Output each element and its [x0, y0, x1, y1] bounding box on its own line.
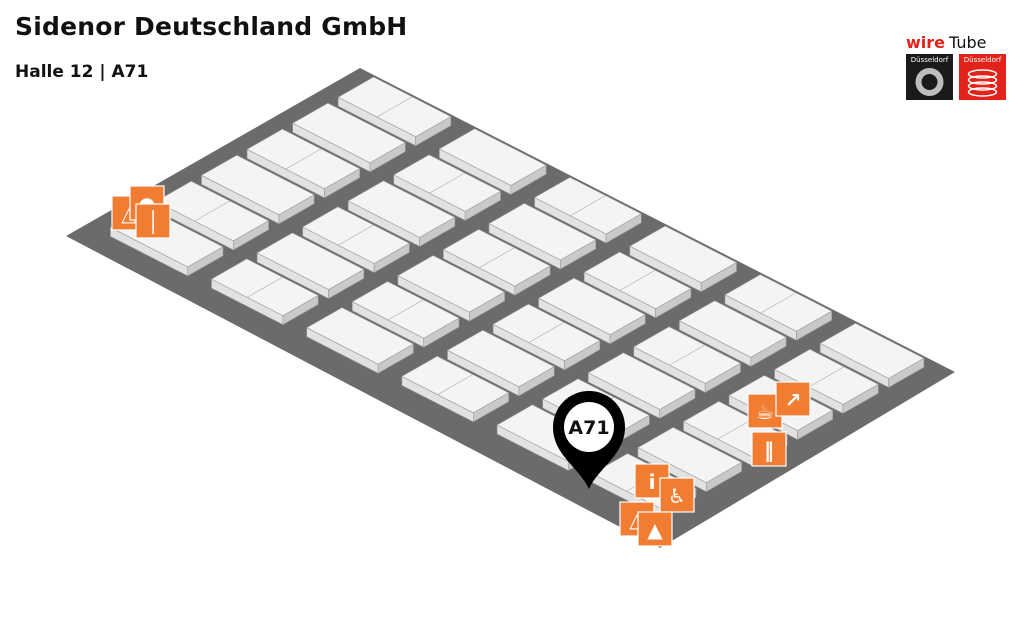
booth-top-face: [446, 329, 555, 388]
service-icon-glyph: ♿: [668, 484, 686, 508]
service-icon-tile: [751, 431, 787, 467]
booth[interactable]: [292, 102, 406, 173]
booth[interactable]: [537, 277, 646, 345]
booth-divider: [528, 322, 565, 343]
booth-divider: [619, 269, 656, 291]
service-icon-glyph: i: [649, 470, 656, 494]
booth-label: A71: [568, 417, 609, 439]
booth-divider: [376, 96, 413, 118]
service-icon-layer: △●│i♿△▲☕↗‖: [111, 185, 811, 547]
booth-top-face: [256, 232, 365, 290]
booth[interactable]: [401, 355, 510, 423]
booth-divider: [429, 172, 465, 194]
booth[interactable]: [306, 307, 415, 374]
booth[interactable]: [155, 180, 270, 251]
booth-divider: [194, 200, 231, 222]
booth-marker[interactable]: A71: [552, 390, 626, 489]
booth[interactable]: [678, 300, 787, 367]
booth[interactable]: [724, 274, 833, 341]
booth-divider: [338, 224, 374, 246]
service-icon-glyph: │: [147, 210, 159, 234]
booth[interactable]: [397, 255, 506, 322]
restroom-woman-icon[interactable]: ▲: [637, 511, 673, 547]
tube-logo-city: Düsseldorf: [963, 56, 1002, 64]
booth-divider: [387, 299, 424, 321]
booth[interactable]: [337, 76, 452, 147]
booth[interactable]: [587, 352, 696, 419]
restaurant-icon[interactable]: ‖: [751, 431, 787, 467]
escalator-icon[interactable]: ↗: [775, 381, 811, 417]
booth[interactable]: [351, 281, 460, 348]
booth[interactable]: [533, 177, 642, 244]
booth-top-face: [438, 128, 547, 186]
booth-layer: [109, 76, 925, 519]
wire-ring-icon: [915, 68, 944, 96]
booth[interactable]: [488, 203, 597, 270]
booth[interactable]: [492, 303, 601, 371]
service-icon-tile: [637, 511, 673, 547]
tube-coil-icon: [967, 69, 998, 97]
booth[interactable]: [246, 128, 361, 199]
restroom-man-icon[interactable]: │: [135, 203, 171, 239]
hall-booth-subtitle: Halle 12 | A71: [15, 62, 149, 82]
booth-top-face: [306, 307, 415, 365]
booth[interactable]: [200, 154, 315, 225]
booth[interactable]: [819, 322, 925, 388]
booth[interactable]: [446, 329, 555, 397]
booth-top-face: [629, 225, 738, 283]
booth-divider: [247, 276, 283, 298]
booth-divider: [437, 374, 474, 395]
wire-logo: Düsseldorf: [906, 54, 953, 100]
exhibitor-title: Sidenor Deutschland GmbH: [15, 12, 408, 41]
wire-wordmark: wire: [906, 33, 946, 52]
booth-divider: [717, 418, 754, 440]
booth-divider: [478, 247, 515, 269]
booth-top-face: [819, 322, 925, 379]
booth-top-face: [292, 102, 406, 164]
booth-top-face: [488, 203, 597, 261]
booth-top-face: [587, 352, 696, 410]
service-icon-tile: [775, 381, 811, 417]
booth-top-face: [397, 255, 506, 313]
service-icon-tile: [135, 203, 171, 239]
booth-top-face: [537, 277, 646, 336]
wheelchair-icon[interactable]: ♿: [659, 477, 695, 513]
booth-divider: [669, 344, 705, 366]
booth[interactable]: [347, 180, 456, 247]
booth[interactable]: [583, 251, 692, 319]
booth[interactable]: [629, 225, 738, 293]
booth-divider: [808, 366, 845, 388]
booth[interactable]: [210, 258, 319, 326]
booth-top-face: [678, 300, 787, 358]
service-icon-tile: [659, 477, 695, 513]
booth[interactable]: [393, 154, 502, 221]
booth[interactable]: [442, 229, 551, 296]
service-icon-glyph: ‖: [764, 438, 774, 462]
service-icon-glyph: ▲: [647, 518, 663, 542]
booth-top-face: [637, 427, 743, 483]
booth-divider: [760, 292, 797, 314]
service-icon-glyph: ☕: [756, 400, 774, 424]
tube-logo: Düsseldorf: [959, 54, 1006, 100]
booth-top-face: [200, 154, 315, 216]
booth[interactable]: [302, 206, 411, 274]
booth[interactable]: [633, 326, 742, 393]
booth-divider: [285, 148, 322, 170]
service-icon-glyph: ↗: [785, 388, 802, 412]
booth[interactable]: [256, 232, 365, 300]
wire-logo-city: Düsseldorf: [910, 56, 949, 64]
booth-divider: [570, 195, 606, 217]
booth[interactable]: [438, 128, 547, 195]
tube-wordmark: Tube: [949, 33, 987, 52]
booth-top-face: [347, 180, 456, 238]
pin-inner-circle: [564, 402, 614, 452]
